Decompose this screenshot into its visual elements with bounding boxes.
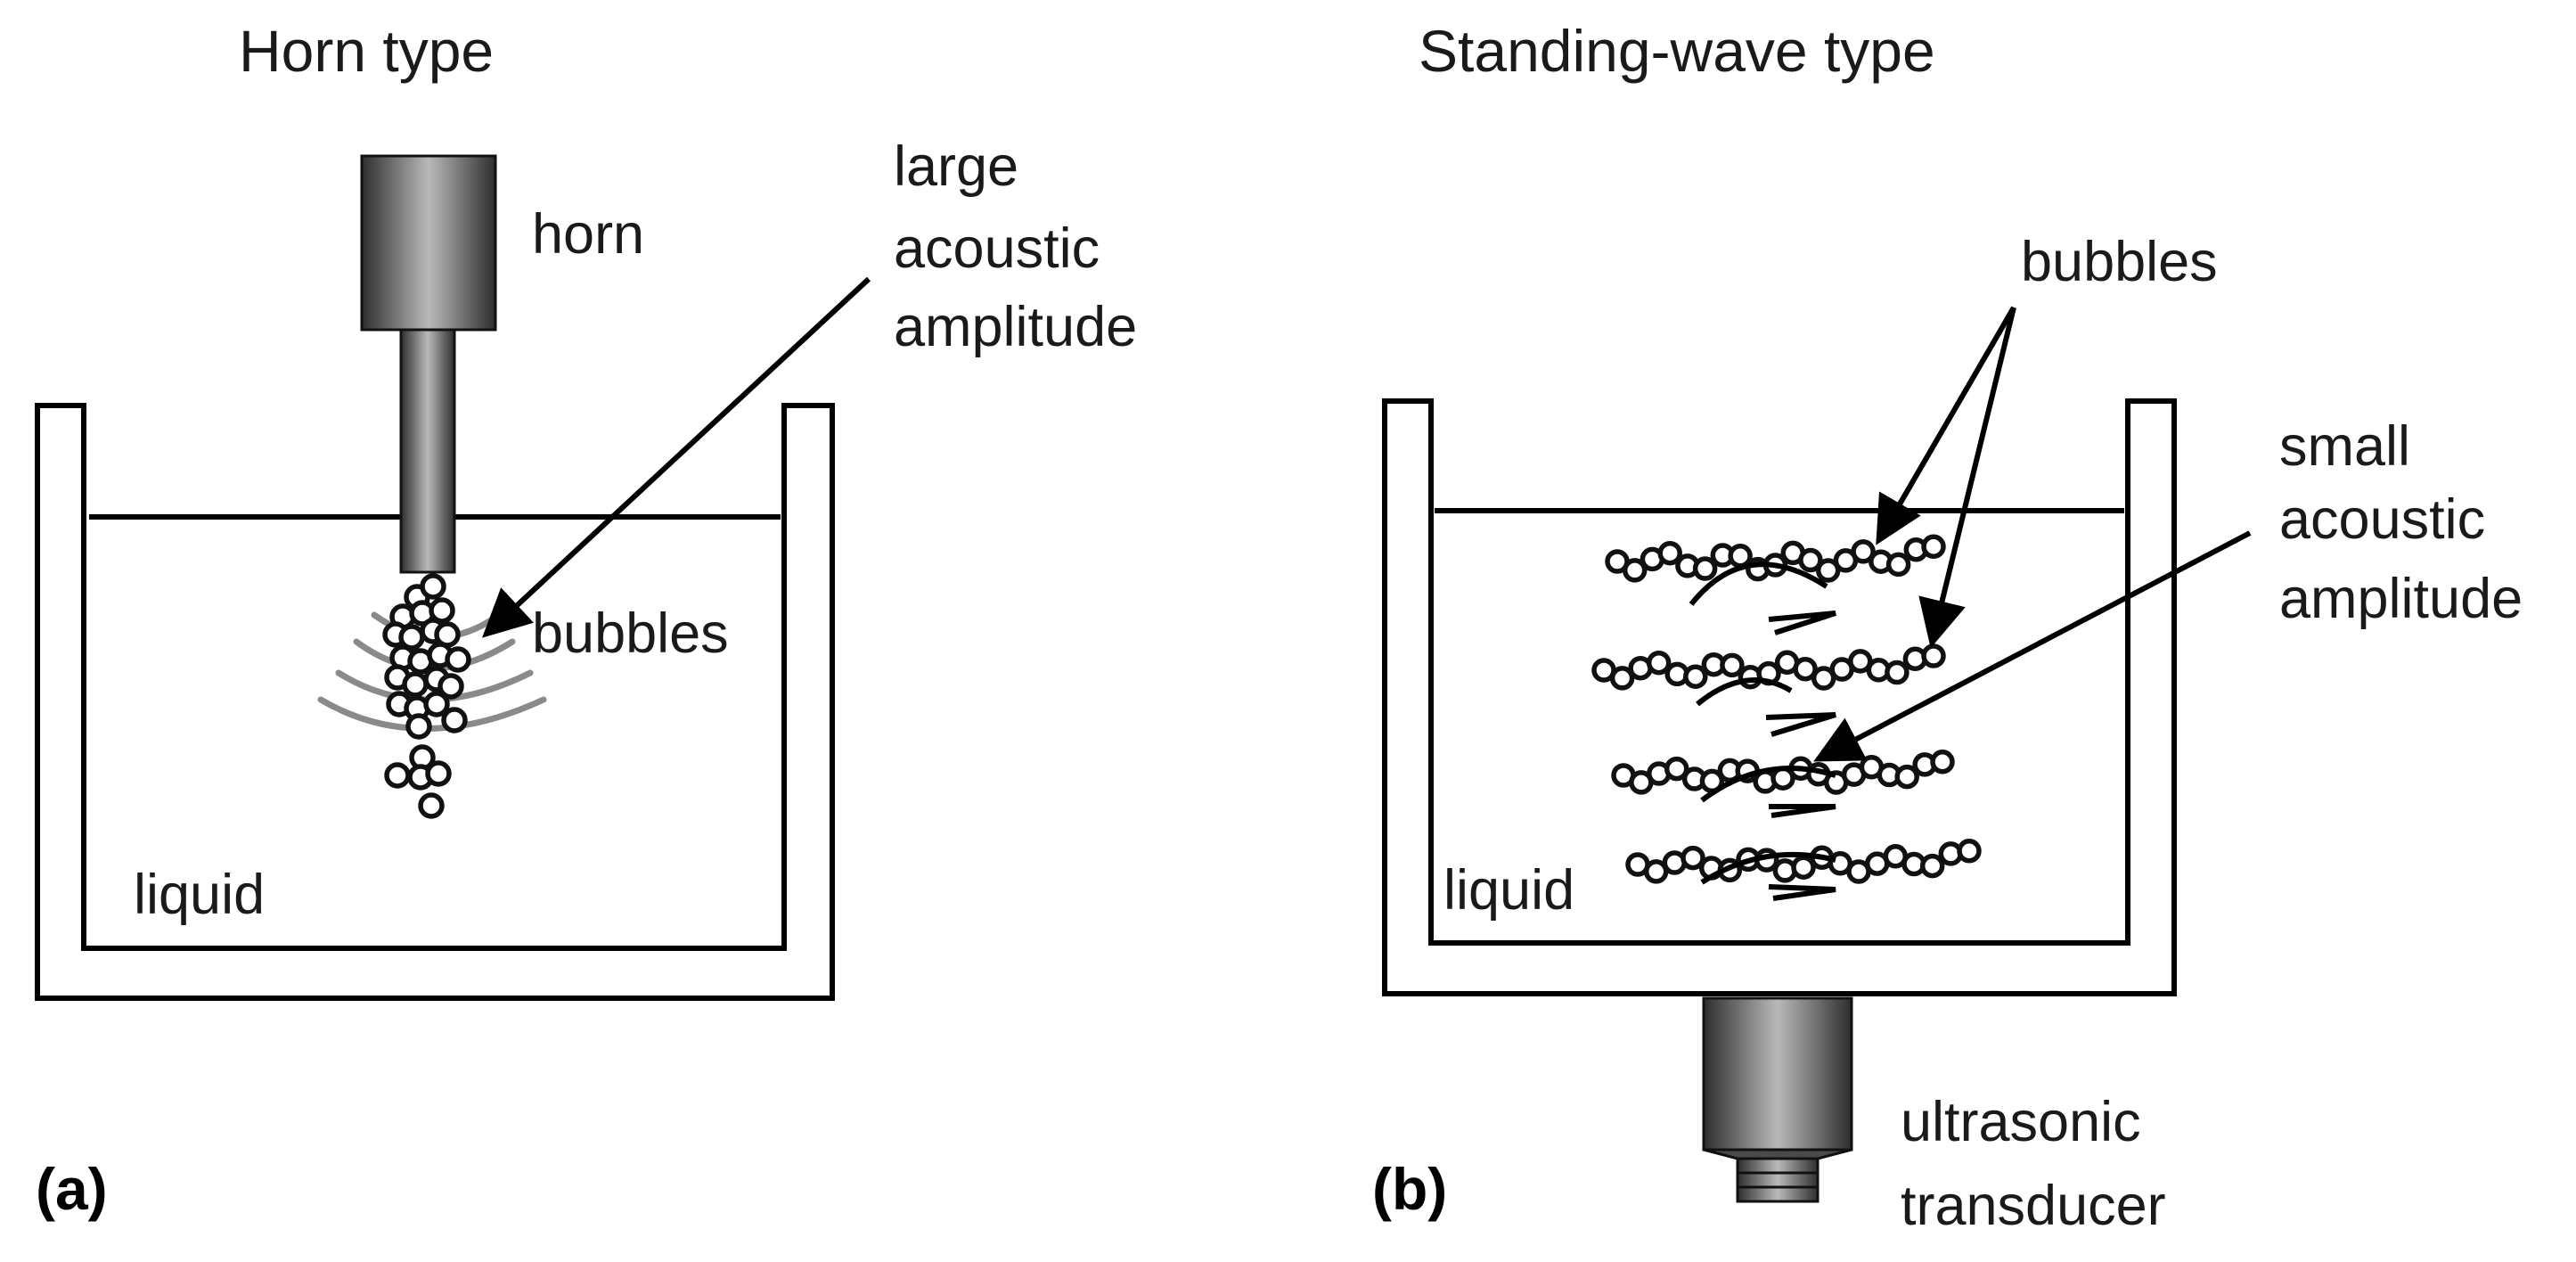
panel-b-liquid-label: liquid bbox=[1443, 859, 1574, 922]
bubbles-arrow-lower bbox=[1918, 307, 2016, 649]
bubble bbox=[441, 707, 468, 733]
panel-b-bubbles-label: bubbles bbox=[2021, 231, 2218, 293]
bubble bbox=[1683, 664, 1708, 689]
bubble bbox=[1815, 558, 1841, 583]
bubble bbox=[1919, 853, 1945, 879]
panel-a-tank bbox=[35, 403, 835, 1001]
bubble bbox=[429, 597, 455, 624]
large-amplitude-label: large acoustic amplitude bbox=[894, 135, 1137, 358]
transducer-label-line-1: ultrasonic bbox=[1901, 1091, 2141, 1153]
bubble bbox=[438, 673, 464, 700]
bubble bbox=[405, 713, 432, 740]
bubble bbox=[420, 573, 446, 600]
small-amplitude-arrow bbox=[1813, 530, 2252, 762]
large-amplitude-line-2: acoustic bbox=[894, 217, 1100, 280]
bubble bbox=[1811, 666, 1836, 691]
bubbles-arrow-upper bbox=[1876, 306, 2016, 545]
panel-a: Horn type horn large acoustic amplitude … bbox=[35, 18, 1137, 1222]
bubble bbox=[1957, 839, 1982, 864]
horn-tip bbox=[399, 328, 456, 574]
bubble bbox=[402, 671, 429, 698]
panel-a-bubbles-label: bubbles bbox=[532, 602, 729, 665]
large-amplitude-line-1: large bbox=[894, 135, 1018, 198]
bubble bbox=[1657, 540, 1682, 566]
small-amplitude-line-3: amplitude bbox=[2279, 568, 2523, 630]
large-amplitude-line-3: amplitude bbox=[894, 296, 1137, 358]
bubble bbox=[1681, 845, 1705, 871]
panel-b-bubble-layers bbox=[1591, 534, 1982, 884]
horn-label: horn bbox=[532, 203, 644, 266]
small-amplitude-label: small acoustic amplitude bbox=[2279, 415, 2523, 630]
bubble bbox=[1609, 666, 1635, 691]
bubble bbox=[1894, 764, 1919, 790]
bubble bbox=[1885, 552, 1911, 578]
large-amplitude-arrow bbox=[482, 276, 871, 638]
transducer-connector bbox=[1736, 1157, 1820, 1203]
bubble bbox=[425, 760, 452, 787]
transducer-body bbox=[1702, 996, 1853, 1151]
bubble bbox=[1622, 558, 1648, 583]
bubble bbox=[1664, 756, 1689, 782]
panel-b-tank bbox=[1382, 398, 2177, 996]
bubble bbox=[423, 691, 450, 717]
horn-body bbox=[360, 154, 497, 332]
bubble bbox=[1646, 650, 1672, 676]
transducer-label: ultrasonic transducer bbox=[1901, 1091, 2166, 1237]
bubble bbox=[1851, 539, 1876, 564]
panel-b-title: Standing-wave type bbox=[1419, 18, 1935, 84]
bubble bbox=[1921, 643, 1946, 668]
bubble bbox=[1643, 859, 1669, 884]
panel-a-bubbles bbox=[382, 573, 471, 819]
small-amplitude-line-1: small bbox=[2279, 415, 2410, 478]
transducer-label-line-2: transducer bbox=[1901, 1175, 2166, 1237]
bubble bbox=[1793, 656, 1818, 682]
bubble bbox=[384, 762, 411, 789]
bubble bbox=[1930, 750, 1955, 774]
bubble bbox=[418, 792, 445, 819]
bubble bbox=[1728, 544, 1753, 569]
bubble bbox=[1692, 556, 1718, 581]
panel-b-label: (b) bbox=[1372, 1156, 1447, 1222]
panel-b: Standing-wave type bubbles small bbox=[1372, 18, 2523, 1237]
panel-a-title: Horn type bbox=[239, 18, 494, 84]
bubble bbox=[1798, 547, 1823, 573]
small-amplitude-line-2: acoustic bbox=[2279, 488, 2485, 551]
bubble bbox=[1720, 652, 1745, 678]
panel-a-liquid-label: liquid bbox=[134, 864, 265, 926]
bubble bbox=[1921, 534, 1946, 560]
panel-b-wave-marks bbox=[1689, 561, 1836, 901]
bubble bbox=[445, 646, 471, 673]
panel-a-label: (a) bbox=[36, 1156, 108, 1222]
bubble bbox=[1885, 660, 1910, 685]
